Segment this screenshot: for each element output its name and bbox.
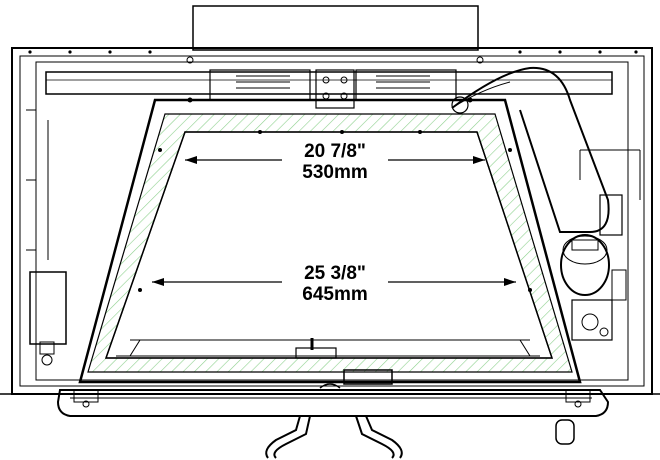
top-rail [45,69,613,109]
glass-viewing-area [104,131,554,359]
dimension-bottom-width: 25 3/8" 645mm [152,263,516,305]
top-width-imperial-label: 20 7/8" [304,141,366,162]
vent-pipe [451,66,610,296]
bottom-width-metric-label: 645mm [302,284,368,305]
outer-cabinet [0,47,660,395]
bottom-rail [56,383,610,417]
top-width-metric-label: 530mm [302,162,368,183]
right-components [571,149,641,341]
left-components [26,109,67,366]
dimension-top-width: 20 7/8" 530mm [185,141,485,183]
top-flue-box [192,5,479,51]
firebox-frame [78,98,582,384]
door-handles [265,415,575,459]
firebox-floor-details [116,97,540,385]
bottom-width-imperial-label: 25 3/8" [304,263,366,284]
screws-top [28,50,638,64]
